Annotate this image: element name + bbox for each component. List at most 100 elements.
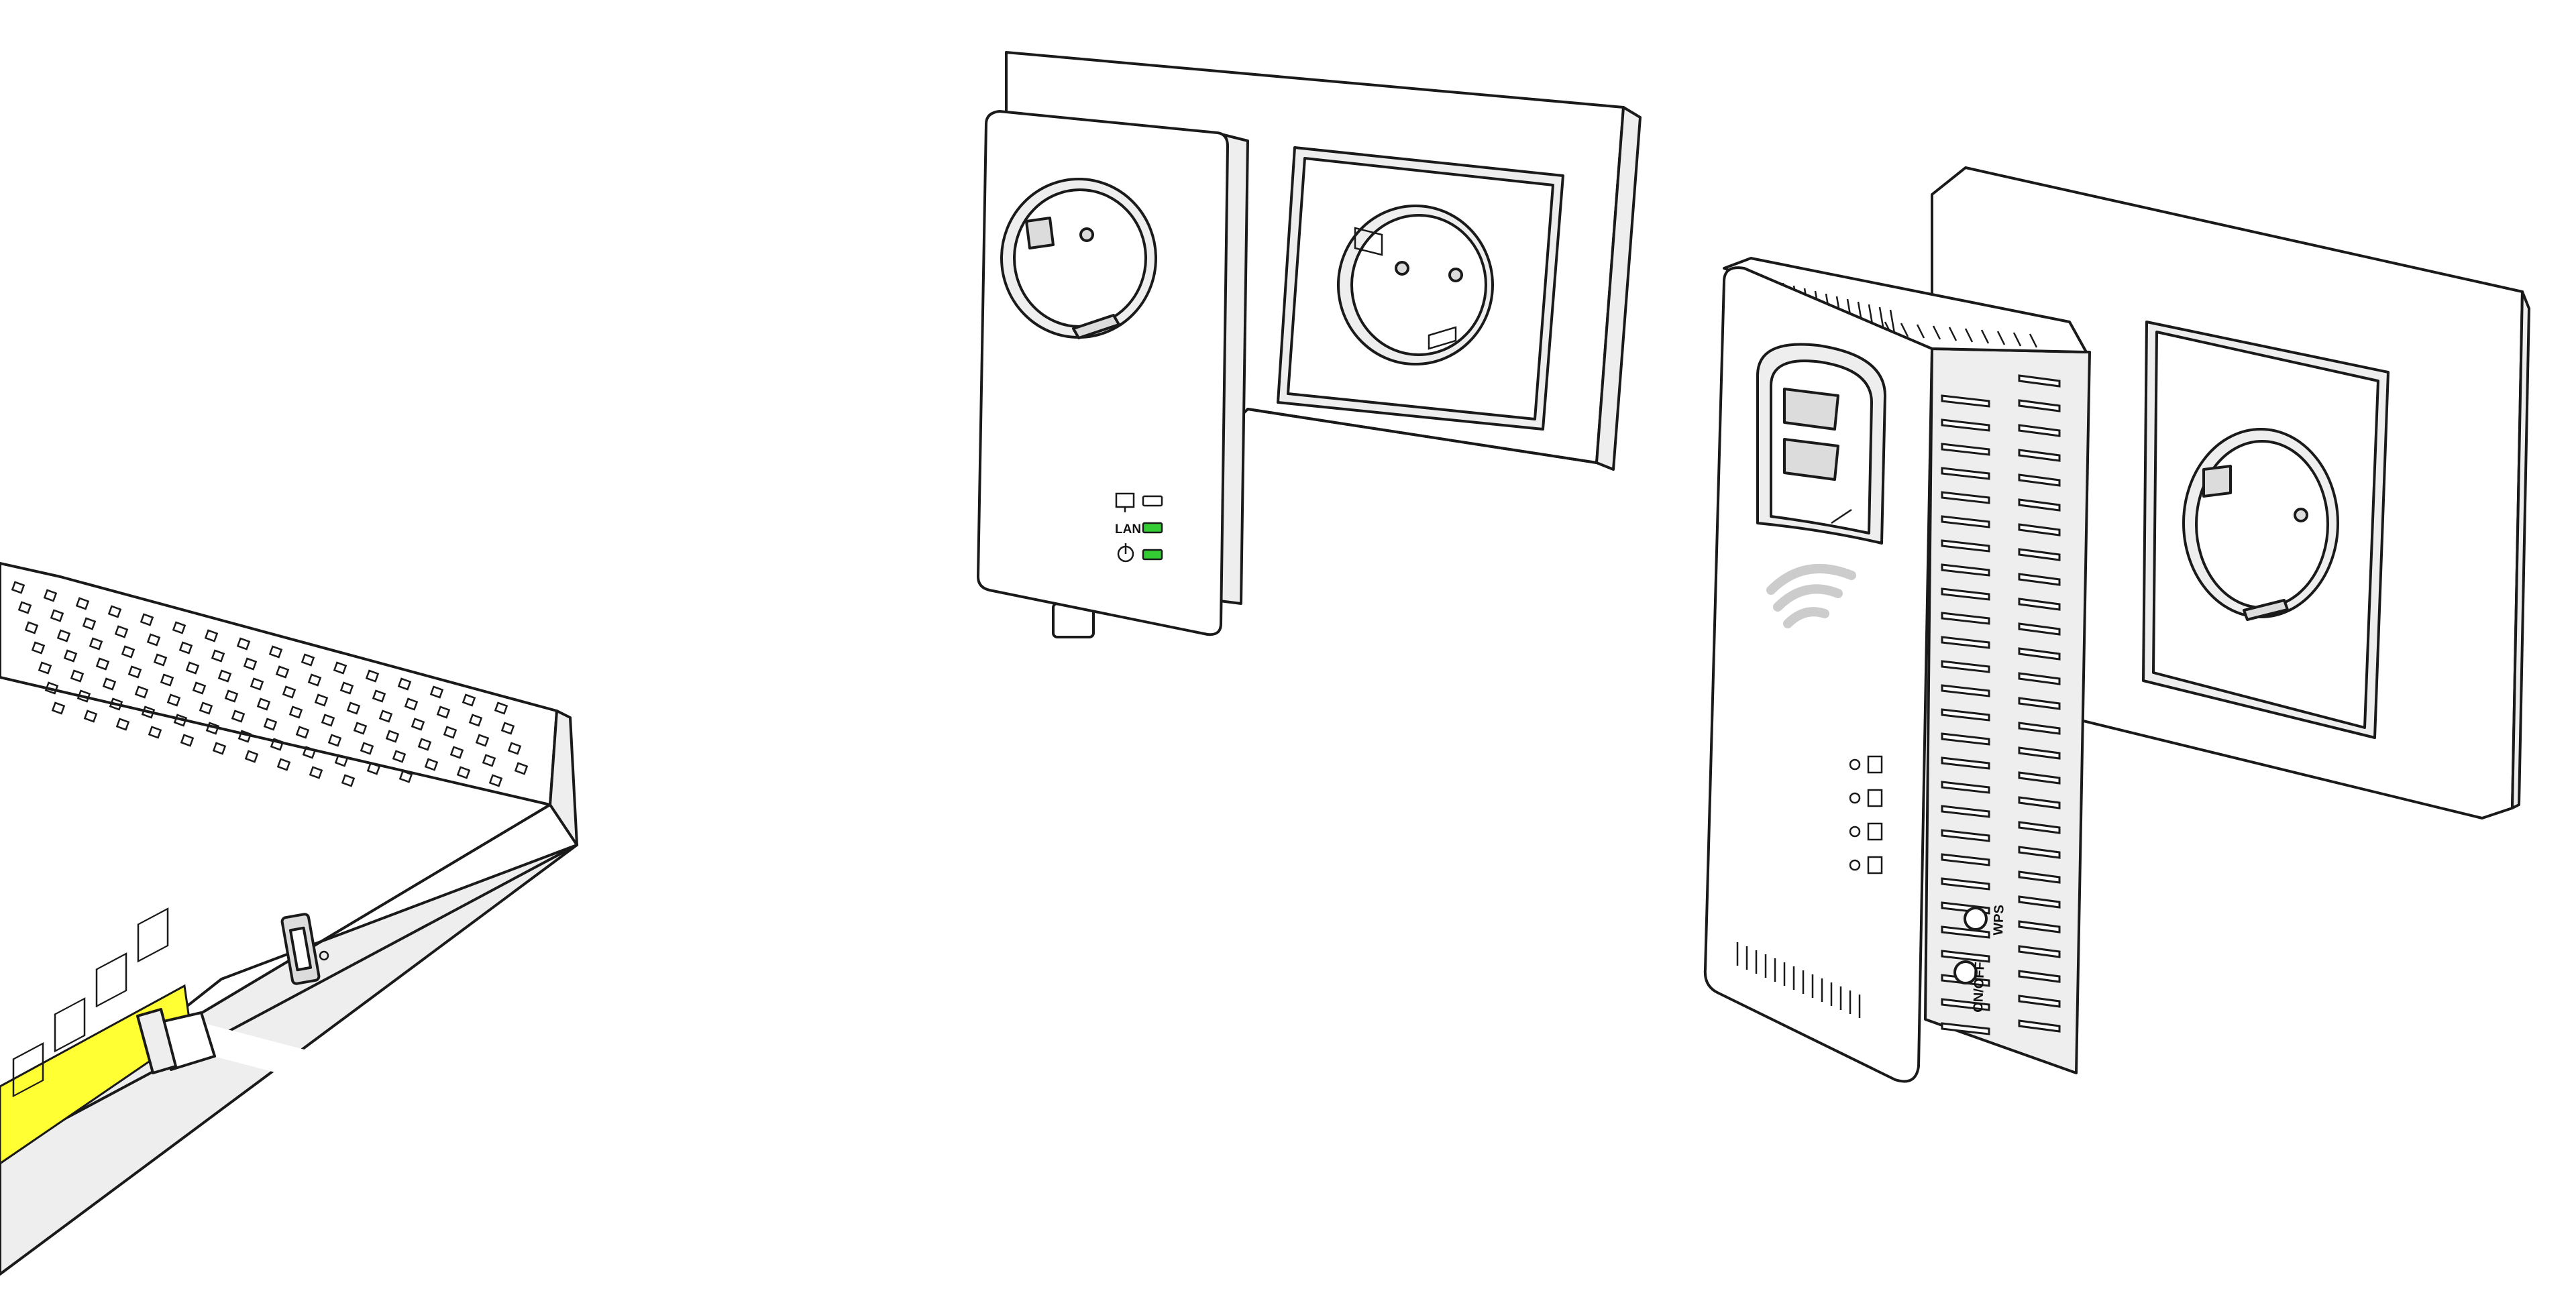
vent-hole: [237, 730, 252, 743]
vent-hole: [263, 718, 278, 731]
top-vent: [1932, 325, 1941, 340]
lan-led: [1142, 522, 1163, 534]
vent-hole: [17, 601, 32, 614]
vent-slot: [2018, 920, 2061, 934]
top-vent: [2012, 332, 2022, 347]
vent-hole: [217, 669, 232, 683]
vent-hole: [468, 714, 483, 727]
vent-hole: [429, 685, 444, 699]
on-off-button: [1953, 960, 1978, 984]
vent-slot: [2018, 771, 2061, 785]
vent-hole: [295, 726, 310, 739]
wifi-adapter-led-panel: [1849, 755, 1883, 874]
vent-hole: [475, 734, 490, 747]
vent-hole: [173, 714, 188, 727]
vent-hole: [443, 726, 458, 739]
vent-hole: [211, 649, 225, 663]
adapter-led-panel: LAN: [1115, 492, 1163, 563]
vent-hole: [56, 629, 71, 642]
vent-hole: [199, 701, 213, 715]
vent-slot: [2018, 399, 2061, 412]
on-off-label: ON/OFF: [1971, 962, 1988, 1013]
vent-hole: [275, 665, 290, 679]
router: [0, 562, 578, 1276]
vent-hole: [243, 657, 258, 671]
vent-slot: [1941, 563, 1990, 577]
front-vent-slots: [1736, 942, 1861, 1018]
vent-slot: [1941, 587, 1990, 601]
wps-label: WPS: [1991, 905, 2007, 936]
vent-slot: [2018, 796, 2061, 809]
vent-hole: [102, 677, 117, 691]
vent-slot: [1941, 612, 1990, 625]
vent-slot: [2018, 598, 2061, 611]
top-vent: [1964, 328, 1974, 343]
vent-hole: [268, 645, 283, 659]
ethernet-cable: [136, 602, 1095, 1251]
vent-hole: [392, 750, 407, 763]
vent-slot: [1941, 443, 1990, 456]
vent-hole: [494, 701, 508, 715]
vent-hole: [43, 589, 58, 602]
wall-socket-2: [2182, 428, 2339, 621]
vent-hole: [436, 705, 451, 719]
wifi-icon: [1766, 564, 1856, 628]
top-vent: [1900, 323, 1909, 337]
vent-hole: [141, 705, 156, 719]
vent-hole: [127, 665, 142, 679]
vent-slot: [1941, 636, 1990, 649]
power-led: [1142, 549, 1163, 561]
vent-hole: [244, 750, 259, 763]
vent-hole: [353, 722, 368, 735]
top-vent: [1980, 329, 1990, 344]
vent-hole: [500, 722, 515, 735]
vent-hole: [250, 677, 264, 691]
vent-hole: [314, 693, 329, 707]
top-vent: [1916, 324, 1925, 339]
vent-slot: [1941, 1022, 1990, 1035]
vent-hole: [417, 738, 432, 751]
vent-slot: [2018, 424, 2061, 437]
vent-hole: [134, 685, 149, 699]
vent-slot: [1941, 708, 1990, 722]
lan-port: [12, 1042, 44, 1098]
vent-slot: [2018, 374, 2061, 388]
vent-hole: [514, 762, 529, 775]
vent-slot: [1941, 781, 1990, 794]
router-usb-port: [280, 913, 329, 985]
vent-slot: [2018, 821, 2061, 834]
vent-hole: [236, 637, 251, 650]
vent-hole: [372, 689, 386, 703]
vent-slot: [2018, 647, 2061, 661]
power-icon: [1117, 543, 1134, 563]
indicator-icon: [1849, 758, 1861, 771]
vent-hole: [397, 677, 412, 691]
vent-slot: [2018, 945, 2061, 958]
vent-hole: [302, 746, 317, 759]
vent-hole: [185, 661, 200, 675]
vent-slot: [1941, 998, 1990, 1011]
vent-slot: [2018, 995, 2061, 1008]
vent-slot: [1941, 756, 1990, 770]
vent-hole: [172, 621, 186, 634]
vent-hole: [411, 718, 425, 731]
vent-hole: [288, 705, 303, 719]
vent-slot: [1941, 539, 1990, 553]
vent-hole: [404, 697, 419, 711]
vent-hole: [121, 645, 136, 659]
vent-hole: [346, 701, 361, 715]
lan-port: [137, 907, 169, 963]
vent-hole: [327, 734, 342, 747]
vent-hole: [276, 758, 291, 771]
wifi-adapter-socket: [1756, 343, 1886, 545]
vent-slot: [2018, 498, 2061, 512]
vent-slot: [2018, 622, 2061, 636]
vent-hole: [270, 738, 284, 751]
vent-hole: [192, 681, 207, 695]
vent-hole: [89, 637, 103, 650]
vent-slot: [2018, 846, 2061, 859]
vent-hole: [51, 701, 66, 715]
vent-hole: [282, 685, 297, 699]
vent-hole: [385, 730, 400, 743]
